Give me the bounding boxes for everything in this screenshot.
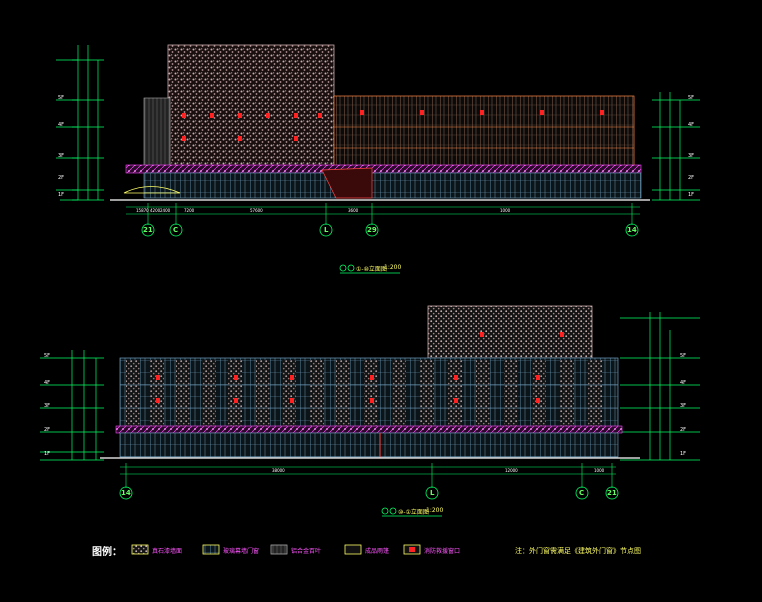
upper-level-mark-left: 5F [58,95,64,101]
upper-bottom-dimensions [126,203,640,225]
upper-grille-wing [333,95,635,169]
lower-level-mark-left: 1F [44,451,50,457]
upper-axis-label-l: L [324,226,329,234]
lower-level-mark-left: 4F [44,380,50,386]
lower-level-mark-right: 1F [680,451,686,457]
legend-swatch-canopy [344,544,362,555]
lower-axis-bubbles [119,486,619,500]
upper-axis-label-14: 14 [627,226,637,234]
lower-bottom-dimensions [120,463,616,488]
upper-level-mark-left: 1F [58,192,64,198]
legend-item-louver: 铝合金百叶 [291,548,322,555]
upper-elevation [56,44,700,237]
lower-left-dimension-ladder [40,350,104,461]
upper-perforated-tower [167,44,335,168]
lower-level-mark-right: 2F [680,427,686,433]
lower-level-mark-left: 2F [44,427,50,433]
upper-entrance-canopy [123,186,181,194]
upper-level-mark-right: 4F [688,122,694,128]
upper-louver-block [143,97,171,169]
lower-level-mark-left: 3F [44,403,50,409]
legend-item-glass: 玻璃幕墙门窗 [223,548,260,555]
lower-ground-glazing [119,432,619,458]
upper-left-dimension-ladder [56,45,104,201]
upper-dimension-text: 3600 [348,208,359,213]
legend-swatch-glass [202,544,220,555]
upper-right-dimension-ladder [652,92,700,201]
lower-elevation [40,305,700,500]
upper-podium-band [125,164,642,174]
lower-level-mark-right: 4F [680,380,686,386]
upper-level-mark-left: 3F [58,153,64,159]
upper-dimension-text: 7200 [184,208,195,213]
lower-right-dimension-ladder [620,312,700,461]
lower-level-mark-left: 5F [44,353,50,359]
title-markers [339,264,442,517]
upper-level-mark-right: 1F [688,192,694,198]
legend-item-stone: 真石漆墙面 [152,548,183,555]
legend-swatch-stone [131,544,149,555]
upper-level-mark-left: 4F [58,122,64,128]
lower-level-mark-right: 5F [680,353,686,359]
lower-elevation-scale: 1:200 [426,507,444,514]
legend-swatches [131,544,421,555]
upper-dimension-text: 57600 [250,208,263,213]
upper-ground-glazing [143,172,642,199]
upper-dimension-text: 15870 [136,208,149,213]
upper-axis-bubbles [141,223,639,237]
legend-item-rescue: 消防救援窗口 [424,548,461,555]
lower-level-mark-right: 3F [680,403,686,409]
legend-item-canopy: 成品雨篷 [365,548,390,555]
upper-dimension-text: 2400 [160,208,171,213]
lower-axis-label-c: C [579,489,585,497]
upper-axis-label-21: 21 [143,226,153,234]
lower-perforated-tower [427,305,593,359]
upper-axis-label-29: 29 [367,226,377,234]
lower-elevation-title: ⑩-①立面图 [398,509,429,516]
upper-dimension-text: 1000 [500,208,511,213]
upper-level-mark-right: 5F [688,95,694,101]
upper-elevation-title: ①-⑩立面图 [356,266,387,273]
upper-axis-label-c: C [173,226,179,234]
lower-dimension-text: 12000 [505,468,518,473]
lower-podium-band [115,425,623,434]
lower-axis-label-14: 14 [121,489,131,497]
lower-dimension-text: 38000 [272,468,285,473]
upper-level-mark-right: 3F [688,153,694,159]
legend-swatch-louver [270,544,288,555]
lower-axis-label-l: L [430,489,435,497]
upper-elevation-scale: 1:200 [384,264,402,271]
drawing-note: 注：外门窗需满足《建筑外门窗》节点图 [515,547,641,555]
upper-level-mark-left: 2F [58,175,64,181]
upper-level-mark-right: 2F [688,175,694,181]
legend-title: 图例： [92,547,122,558]
upper-rescue-windows [182,110,604,141]
upper-dimension-text: 4200 [150,208,161,213]
lower-rescue-windows [156,332,564,403]
lower-dimension-text: 1000 [594,468,605,473]
lower-axis-label-21: 21 [607,489,617,497]
